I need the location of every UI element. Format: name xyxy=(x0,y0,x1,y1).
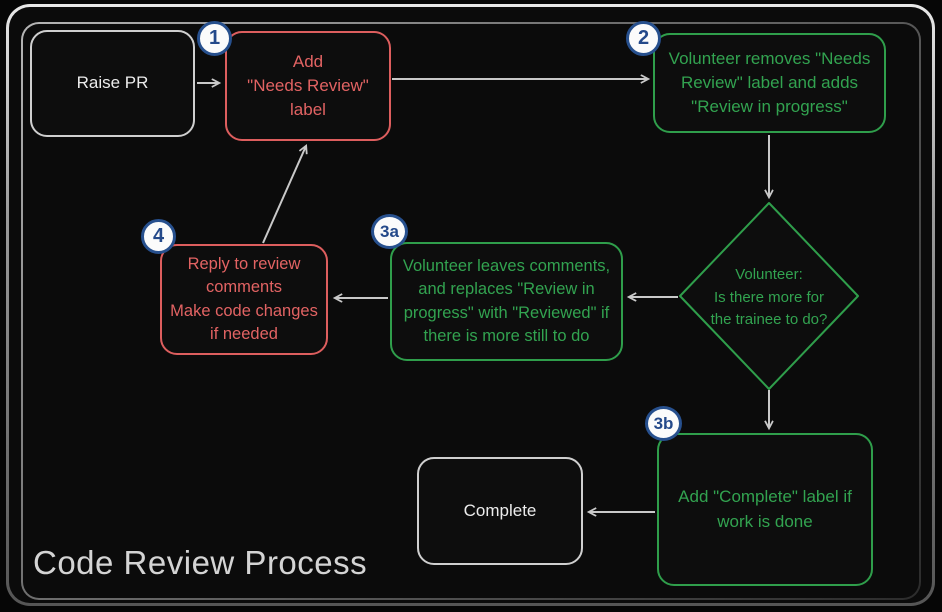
node-complete: Complete xyxy=(417,457,583,565)
arrow-step4-to-step1 xyxy=(262,146,306,244)
decision-diamond-shape xyxy=(679,202,859,390)
node-raise-pr: Raise PR xyxy=(30,30,195,137)
node-volunteer-removes-label: Volunteer removes "Needs Review" label a… xyxy=(653,33,886,133)
node-decision-label: Volunteer: Is there more for the trainee… xyxy=(710,266,828,329)
node-add-needs-review-label: Add "Needs Review" label xyxy=(225,31,391,141)
step-badge-2: 2 xyxy=(626,21,661,56)
step-badge-1: 1 xyxy=(197,21,232,56)
node-reply-to-review-comments: Reply to review comments Make code chang… xyxy=(160,244,328,355)
step-badge-3a: 3a xyxy=(371,214,408,249)
node-volunteer-leaves-comments: Volunteer leaves comments, and replaces … xyxy=(390,242,623,361)
step-badge-3b: 3b xyxy=(645,406,682,441)
node-add-complete-label: Add "Complete" label if work is done xyxy=(657,433,873,586)
diagram-title: Code Review Process xyxy=(33,544,368,581)
step-badge-4: 4 xyxy=(141,219,176,254)
